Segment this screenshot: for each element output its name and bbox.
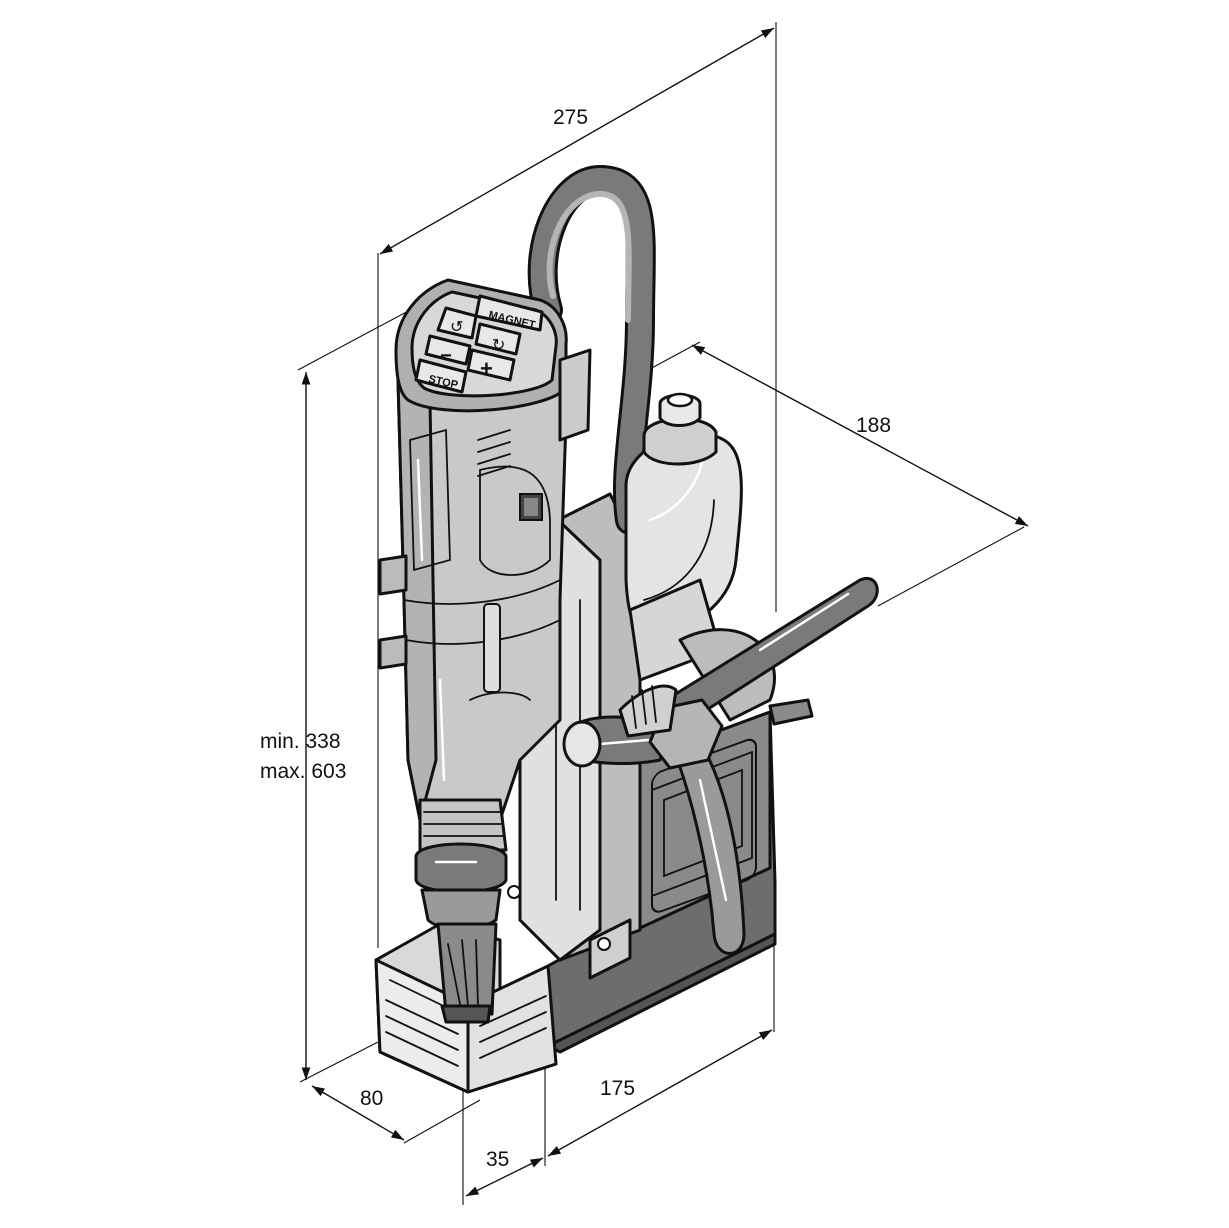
minus-icon: − bbox=[440, 345, 452, 367]
dim-label-35: 35 bbox=[486, 1148, 509, 1171]
feed-handle[interactable] bbox=[562, 576, 879, 955]
dim-label-275: 275 bbox=[553, 106, 588, 129]
speed-minus-button[interactable]: − bbox=[424, 334, 472, 367]
dim-label-height-max: max. 603 bbox=[260, 760, 346, 783]
rotate-right-button[interactable]: ↻ bbox=[474, 322, 522, 356]
rotate-left-button[interactable]: ↺ bbox=[436, 306, 478, 340]
dim-label-188: 188 bbox=[856, 414, 891, 437]
dim-label-80: 80 bbox=[360, 1087, 383, 1110]
core-cutter bbox=[436, 922, 498, 1016]
dim-label-175: 175 bbox=[600, 1077, 635, 1100]
handle-grip-left[interactable] bbox=[562, 720, 602, 768]
speed-plus-button[interactable]: + bbox=[466, 348, 516, 382]
dim-line-35 bbox=[465, 1157, 544, 1197]
dim-line-275 bbox=[379, 27, 775, 255]
rotate-right-icon: ↻ bbox=[492, 335, 505, 354]
dimension-labels: 275 188 min. 338 max. 603 80 35 175 bbox=[260, 106, 891, 1171]
dim-line-175 bbox=[547, 1029, 773, 1157]
dim-line-188 bbox=[691, 344, 1029, 527]
plus-icon: + bbox=[480, 356, 493, 381]
spindle bbox=[418, 798, 508, 852]
magnetic-drill: MAGNET ↺ ↻ − + STOP bbox=[374, 164, 879, 1094]
arbor-chuck bbox=[414, 842, 508, 894]
rotate-left-icon: ↺ bbox=[450, 317, 463, 336]
dim-line-80 bbox=[311, 1085, 405, 1141]
dim-label-height-min: min. 338 bbox=[260, 730, 341, 753]
